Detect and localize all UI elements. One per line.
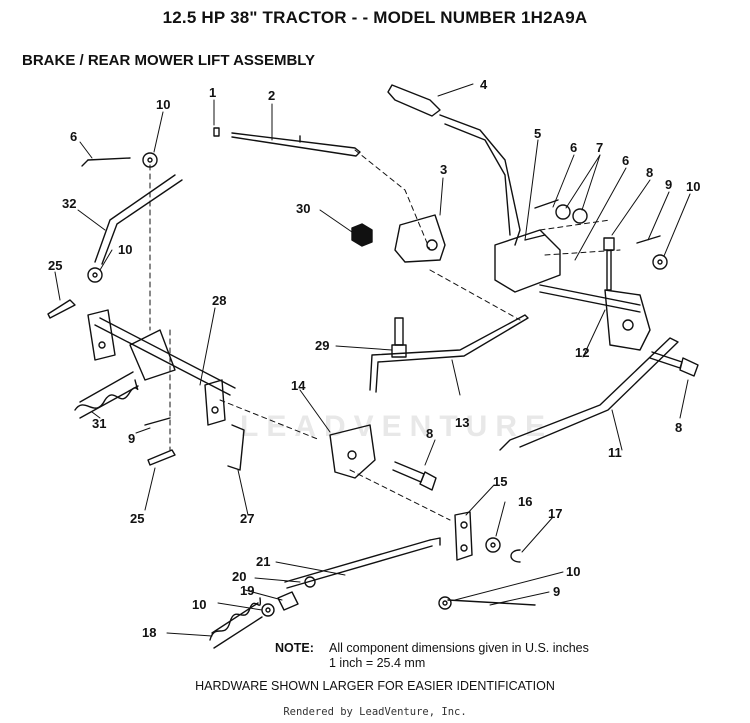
callout-30: 30 bbox=[296, 201, 310, 216]
callout-8-right: 8 bbox=[675, 420, 682, 435]
callout-4: 4 bbox=[480, 77, 488, 92]
callout-10-left: 10 bbox=[118, 242, 132, 257]
callout-6-right: 6 bbox=[622, 153, 629, 168]
callout-25-bottom: 25 bbox=[130, 511, 144, 526]
part-21-rod bbox=[284, 537, 441, 589]
part-14-bracket bbox=[329, 424, 376, 479]
part-12-shaft bbox=[539, 284, 651, 351]
callout-8-top: 8 bbox=[646, 165, 653, 180]
part-10-washer-e bbox=[261, 603, 275, 617]
callout-12: 12 bbox=[575, 345, 589, 360]
part-8-bolt-b bbox=[649, 351, 699, 377]
callout-6-left: 6 bbox=[70, 129, 77, 144]
part-30-nut bbox=[351, 223, 373, 247]
callout-9-top: 9 bbox=[665, 177, 672, 192]
leader-lines bbox=[54, 83, 691, 637]
callout-25-left: 25 bbox=[48, 258, 62, 273]
callout-13: 13 bbox=[455, 415, 469, 430]
callout-5: 5 bbox=[534, 126, 541, 141]
callout-28: 28 bbox=[212, 293, 226, 308]
note-text: All component dimensions given in U.S. i… bbox=[329, 641, 589, 671]
part-9-cotter-b bbox=[144, 417, 171, 426]
part-19-20-nuts bbox=[277, 576, 316, 611]
part-32-link bbox=[94, 174, 183, 265]
callout-27: 27 bbox=[240, 511, 254, 526]
callout-32: 32 bbox=[62, 196, 76, 211]
part-5-lift-lever bbox=[439, 114, 561, 293]
callout-15: 15 bbox=[493, 474, 507, 489]
part-16-washer bbox=[485, 537, 501, 553]
callout-3: 3 bbox=[440, 162, 447, 177]
part-7-washers bbox=[555, 204, 588, 224]
callout-9-left: 9 bbox=[128, 431, 135, 446]
part-25-pin-b bbox=[147, 449, 176, 466]
part-6-cotter-b bbox=[534, 199, 559, 209]
part-10-washer-c bbox=[652, 254, 668, 270]
callout-6-top: 6 bbox=[570, 140, 577, 155]
callout-9-bottom: 9 bbox=[553, 584, 560, 599]
page-title: 12.5 HP 38" TRACTOR - - MODEL NUMBER 1H2… bbox=[162, 8, 588, 27]
assembly-guides bbox=[149, 149, 621, 521]
rendered-by-footer: Rendered by LeadVenture, Inc. bbox=[283, 706, 467, 718]
part-3-bracket bbox=[394, 214, 446, 263]
callout-labels: 1 2 3 4 5 6 6 6 7 8 8 8 9 9 9 10 10 10 1… bbox=[48, 77, 700, 640]
callout-16: 16 bbox=[518, 494, 532, 509]
callout-17: 17 bbox=[548, 506, 562, 521]
part-15-bracket bbox=[454, 511, 473, 561]
part-8-bolt-a bbox=[603, 237, 615, 291]
part-9-cotter-c bbox=[447, 599, 536, 606]
note-line-2: 1 inch = 25.4 mm bbox=[329, 656, 426, 670]
part-6-cotter-a bbox=[81, 157, 131, 167]
part-10-washer-b bbox=[87, 267, 103, 283]
callout-29: 29 bbox=[315, 338, 329, 353]
note-label: NOTE: bbox=[275, 641, 314, 655]
note-line-1: All component dimensions given in U.S. i… bbox=[329, 641, 589, 655]
callout-21: 21 bbox=[256, 554, 270, 569]
callout-2: 2 bbox=[268, 88, 275, 103]
part-27-link bbox=[227, 424, 245, 471]
callout-10-bottom-left: 10 bbox=[192, 597, 206, 612]
callout-10-bottom-right: 10 bbox=[566, 564, 580, 579]
part-8-bolt-c bbox=[392, 461, 437, 491]
part-10-washer-d bbox=[438, 596, 452, 610]
callout-8-middle: 8 bbox=[426, 426, 433, 441]
callout-18: 18 bbox=[142, 625, 156, 640]
callout-10-top-right: 10 bbox=[686, 179, 700, 194]
callout-7: 7 bbox=[596, 140, 603, 155]
callout-20: 20 bbox=[232, 569, 246, 584]
part-31-spring bbox=[74, 371, 139, 419]
part-4-handle-grip bbox=[387, 84, 441, 117]
callout-14: 14 bbox=[291, 378, 306, 393]
part-29-bolt bbox=[391, 317, 407, 358]
part-10-washer-a bbox=[142, 152, 158, 168]
assembly-subtitle: BRAKE / REAR MOWER LIFT ASSEMBLY bbox=[22, 52, 316, 69]
part-28-rockshaft bbox=[87, 309, 236, 426]
watermark: LEADVENTURE bbox=[240, 410, 554, 443]
part-1-pin bbox=[213, 127, 220, 137]
part-13-rod bbox=[369, 314, 529, 393]
part-2-brake-rod bbox=[231, 132, 361, 157]
callout-11: 11 bbox=[608, 445, 622, 460]
hardware-note: HARDWARE SHOWN LARGER FOR EASIER IDENTIF… bbox=[195, 679, 555, 693]
part-17-clip bbox=[510, 549, 521, 563]
part-25-pin-a bbox=[47, 299, 76, 319]
callout-10-top-left: 10 bbox=[156, 97, 170, 112]
callout-31: 31 bbox=[92, 416, 106, 431]
part-11-rod bbox=[499, 337, 679, 451]
callout-1: 1 bbox=[209, 85, 216, 100]
callout-19: 19 bbox=[240, 583, 254, 598]
